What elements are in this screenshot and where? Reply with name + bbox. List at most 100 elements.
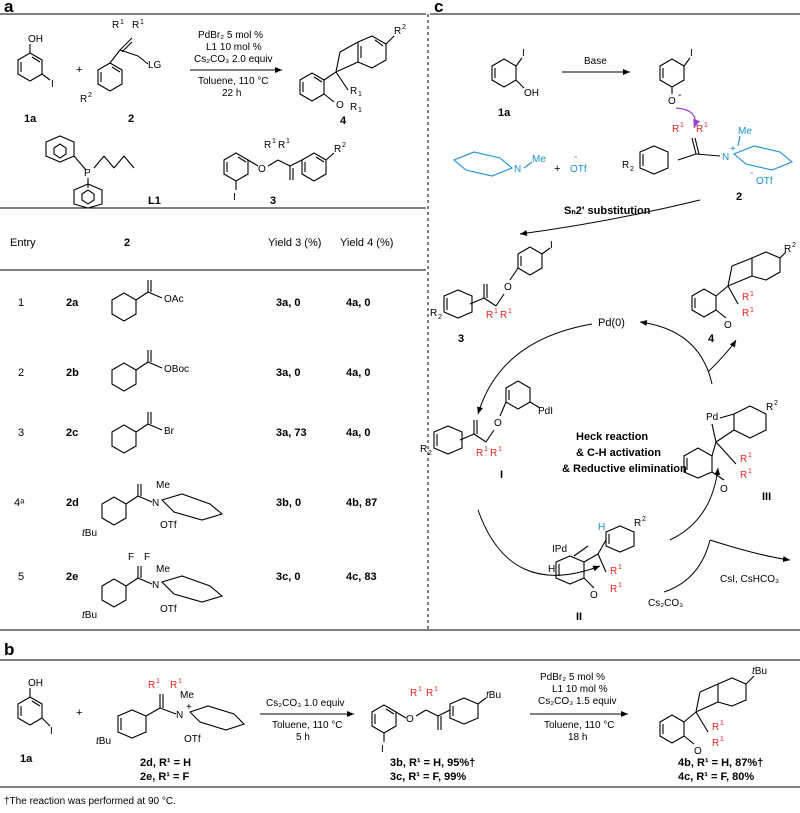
svg-text:OTf: OTf [160, 520, 177, 531]
svg-text:O: O [720, 484, 728, 495]
svg-text:-: - [678, 90, 681, 101]
svg-text:2: 2 [630, 166, 634, 173]
svg-text:III: III [762, 491, 771, 503]
svg-text:H: H [598, 522, 605, 533]
svg-text:4a, 0: 4a, 0 [346, 367, 370, 379]
svg-text:4c, 83: 4c, 83 [346, 571, 377, 583]
svg-text:R: R [430, 308, 437, 319]
svg-text:N: N [514, 164, 521, 175]
svg-text:R: R [742, 292, 749, 303]
svg-text:1: 1 [618, 582, 622, 589]
svg-text:1: 1 [418, 686, 422, 693]
svg-text:I: I [500, 469, 503, 481]
svg-text:I: I [50, 726, 53, 737]
label-1a: 1a [24, 113, 37, 125]
svg-text:R: R [426, 688, 433, 699]
svg-text:2e, R¹ = F: 2e, R¹ = F [140, 771, 189, 783]
svg-text:1: 1 [140, 19, 144, 26]
svg-text:I: I [51, 79, 54, 90]
svg-text:R: R [264, 140, 271, 151]
svg-text:F: F [144, 552, 150, 563]
svg-text:2: 2 [438, 314, 442, 321]
panel-label-b: b [4, 640, 14, 659]
svg-text:18 h: 18 h [568, 732, 587, 743]
molecule-1a: OH I 1a [17, 34, 54, 125]
svg-text:OH: OH [524, 88, 539, 99]
svg-text:R: R [712, 722, 719, 733]
svg-text:R: R [696, 124, 703, 135]
svg-text:1: 1 [358, 107, 362, 114]
svg-text:1: 1 [720, 720, 724, 727]
svg-text:3: 3 [458, 333, 464, 345]
svg-text:2: 2 [642, 516, 646, 523]
svg-text:2: 2 [736, 191, 742, 203]
svg-text:4c, R¹ = F, 80%: 4c, R¹ = F, 80% [678, 771, 754, 783]
svg-text:1a: 1a [20, 753, 33, 765]
svg-text:F: F [128, 552, 134, 563]
svg-text:1: 1 [120, 19, 124, 26]
svg-text:1: 1 [494, 308, 498, 315]
svg-text:1: 1 [748, 452, 752, 459]
svg-text:O: O [504, 282, 512, 293]
svg-text:R: R [622, 160, 629, 171]
svg-text:1: 1 [434, 686, 438, 693]
table-row: 4ᵃ 2d N Me OTf tBu 3b, 0 4b, 87 [14, 480, 377, 539]
svg-text:Me: Me [156, 564, 170, 575]
pd0-label: Pd(0) [598, 317, 625, 329]
svg-text:4: 4 [708, 333, 715, 345]
svg-text:2: 2 [18, 367, 24, 379]
table-row: 1 2a OAc 3a, 0 4a, 0 [18, 280, 370, 322]
svg-text:+: + [186, 702, 192, 713]
cond-line-1: PdBr₂ 5 mol % [198, 30, 263, 41]
svg-text:3c, 0: 3c, 0 [276, 571, 300, 583]
table-header-2: 2 [124, 237, 130, 249]
svg-text:5: 5 [18, 571, 24, 583]
table-row: 5 2e F F N Me OTf tBu 3c, 0 4c, 83 [18, 552, 377, 621]
table-header-y4: Yield 4 (%) [340, 237, 393, 249]
svg-text:4ᵃ: 4ᵃ [14, 497, 25, 509]
svg-text:O: O [406, 714, 414, 725]
svg-text:N: N [176, 710, 183, 721]
mech-byproducts: N Me + OTf - [452, 151, 587, 177]
svg-text:OH: OH [28, 678, 43, 689]
svg-text:3: 3 [18, 427, 24, 439]
svg-text:tBu: tBu [96, 736, 111, 747]
svg-text:-: - [750, 168, 753, 179]
svg-text:R: R [610, 584, 617, 595]
svg-text:R: R [350, 86, 357, 97]
sn2-label: Sₙ2' substitution [564, 205, 651, 217]
svg-text:OH: OH [28, 34, 43, 45]
svg-text:Cs₂CO₃ 1.0 equiv: Cs₂CO₃ 1.0 equiv [266, 698, 345, 709]
svg-text:-: - [574, 152, 577, 163]
label-L1: L1 [148, 195, 161, 207]
svg-text:2: 2 [88, 92, 92, 99]
svg-text:P: P [84, 168, 91, 179]
svg-text:L1 10 mol %: L1 10 mol % [552, 684, 608, 695]
svg-text:R: R [740, 454, 747, 465]
svg-text:2: 2 [402, 24, 406, 31]
svg-text:R: R [490, 448, 497, 459]
svg-text:1: 1 [498, 446, 502, 453]
svg-text:4b, 87: 4b, 87 [346, 497, 377, 509]
svg-text:I: I [550, 240, 553, 251]
svg-text:3b, 0: 3b, 0 [276, 497, 301, 509]
label-4: 4 [340, 115, 347, 127]
svg-text:H: H [548, 564, 555, 575]
svg-text:1: 1 [178, 678, 182, 685]
svg-text:O: O [590, 590, 598, 601]
label-3: 3 [270, 195, 276, 207]
svg-text:PdBr₂ 5 mol %: PdBr₂ 5 mol % [540, 672, 605, 683]
svg-text:OTf: OTf [570, 164, 587, 175]
svg-text:1: 1 [750, 307, 754, 314]
mech-phenoxide: I O - [659, 48, 701, 129]
